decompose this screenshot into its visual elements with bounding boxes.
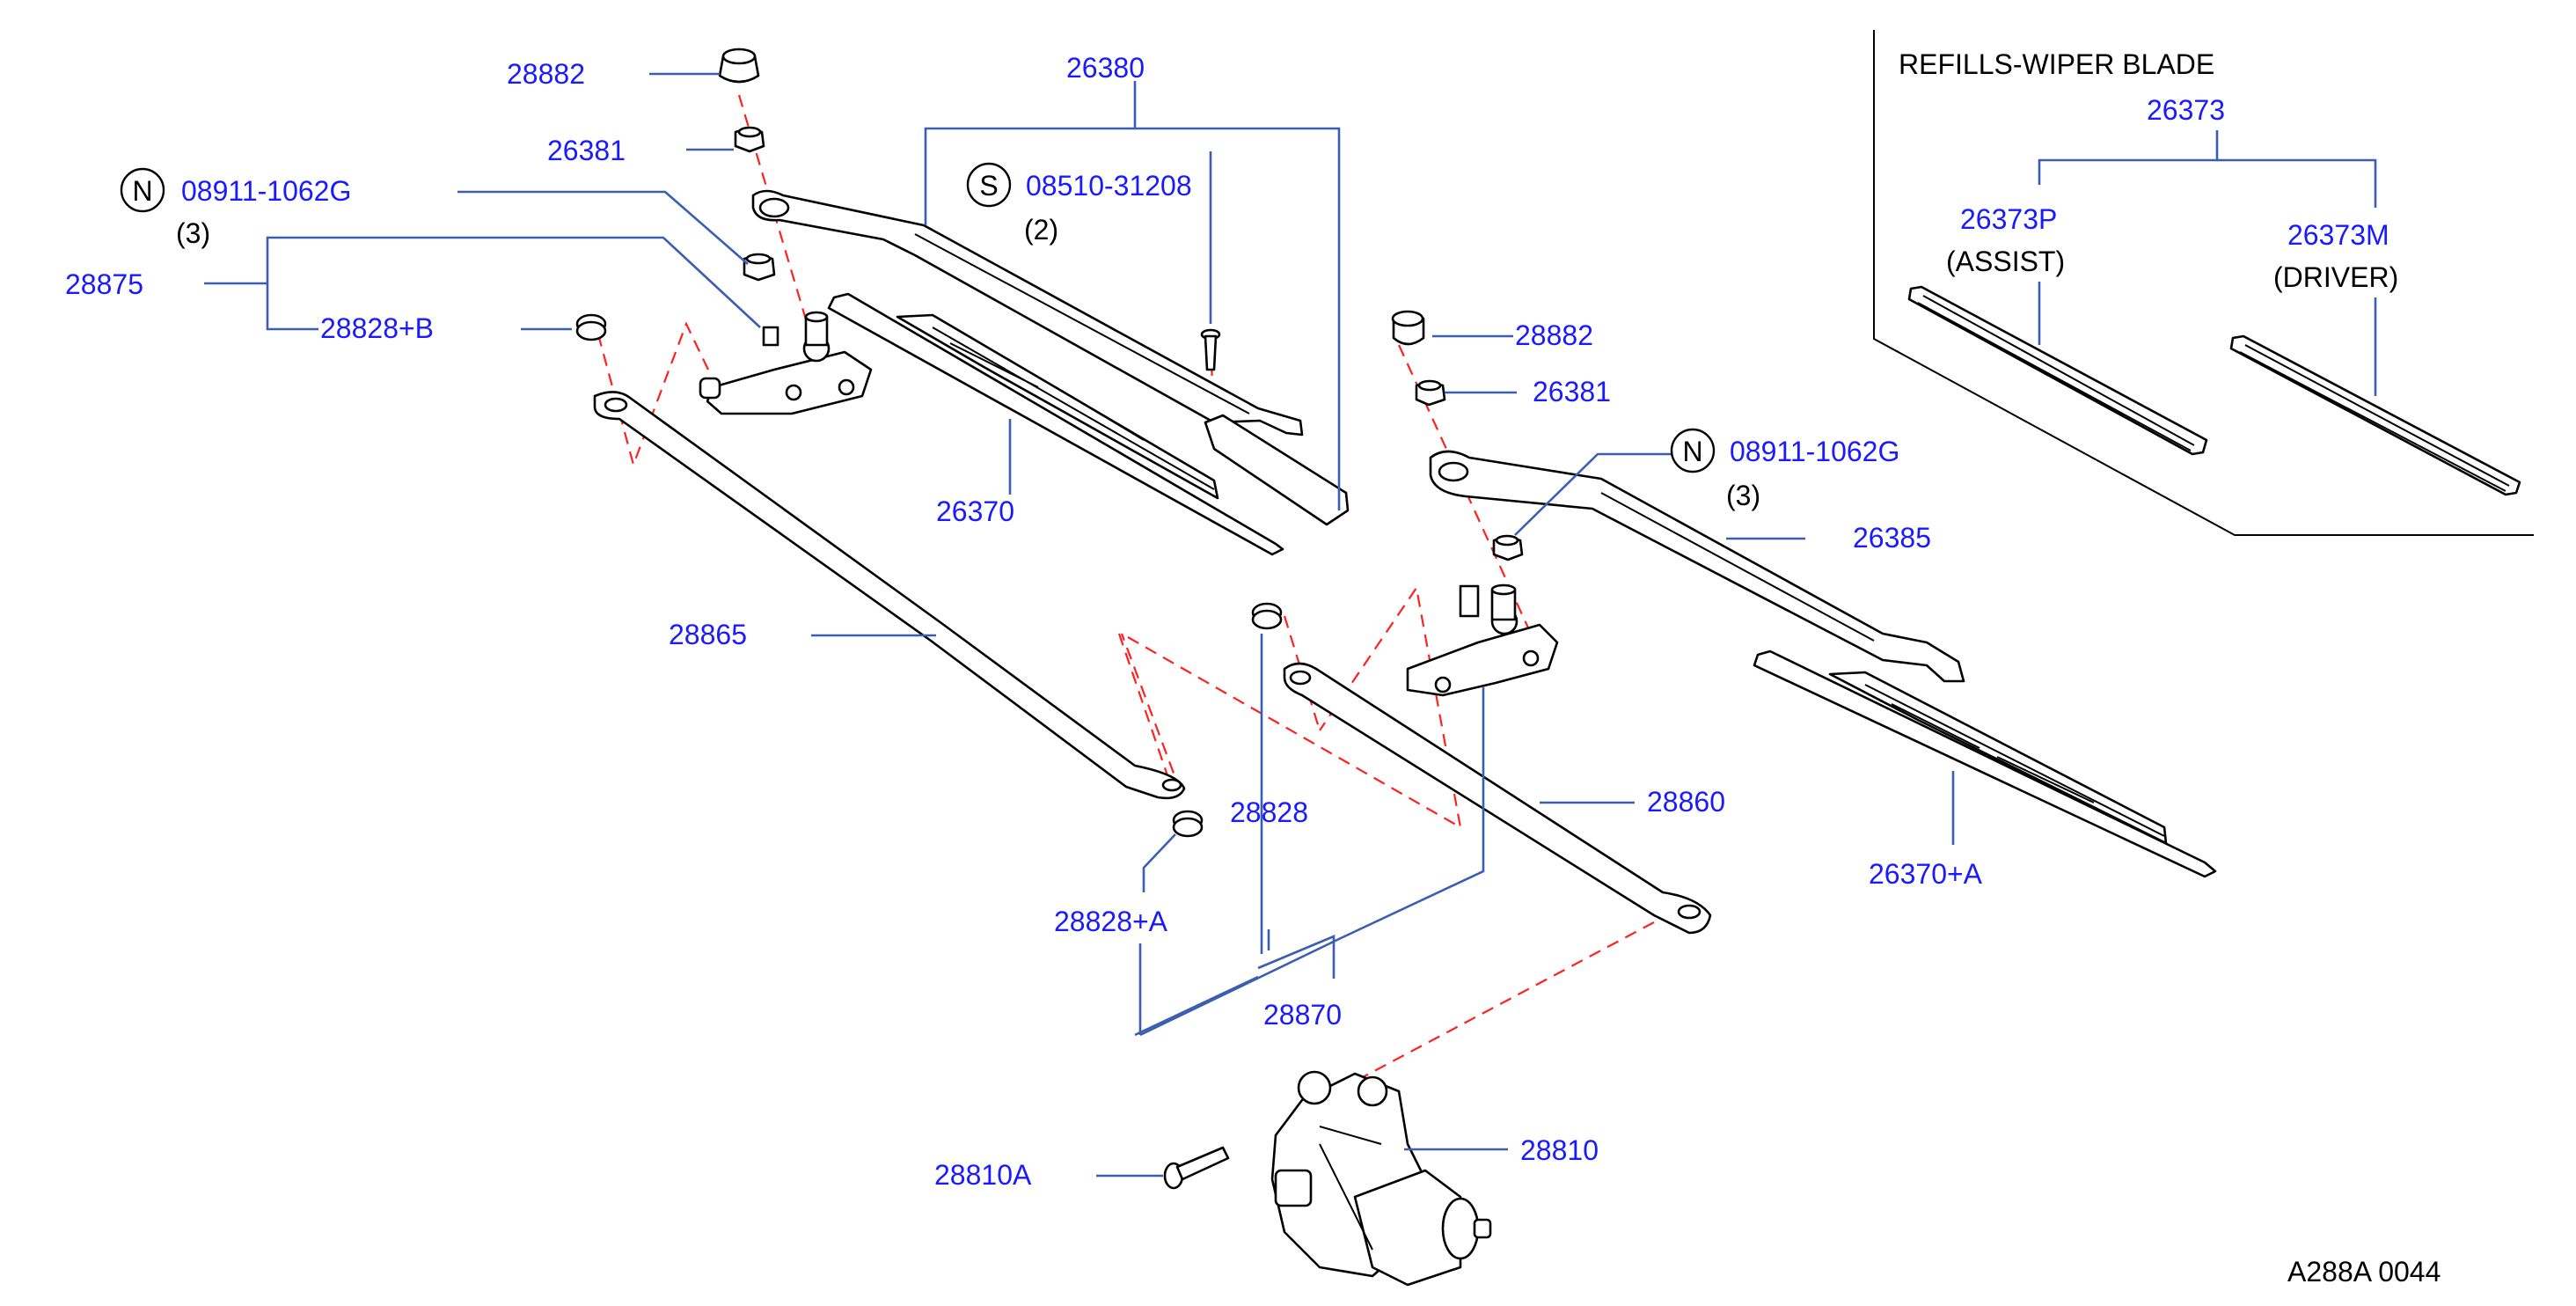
part-28865[interactable]: 28865 [669,619,747,650]
s-symbol: S [966,162,1012,208]
part-28875[interactable]: 28875 [65,268,143,300]
wiper-arm-26385 [1429,450,1965,683]
part-28828b[interactable]: 28828+B [320,312,434,344]
part-28870[interactable]: 28870 [1263,999,1342,1031]
n-symbol-right: N [1670,428,1716,473]
part-28860[interactable]: 28860 [1647,786,1725,818]
nut-26381-left [734,126,765,153]
diagram-code: A288A 0044 [2287,1256,2441,1288]
bolt-28810a [1163,1146,1230,1190]
nut-26381-right [1415,379,1446,407]
grommet-28828 [1251,602,1283,630]
part-08911-right[interactable]: 08911-1062G [1730,436,1899,467]
refills-inset: REFILLS-WIPER BLADE 26373 26373P (ASSIST… [1873,30,2534,536]
part-28882-right[interactable]: 28882 [1515,319,1593,351]
qty-s: (2) [1024,214,1058,246]
driver-label: (DRIVER) [2273,261,2398,293]
grommet-28828b [575,313,607,341]
part-28810a[interactable]: 28810A [934,1159,1032,1191]
part-08510[interactable]: 08510-31208 [1026,170,1192,202]
part-28828[interactable]: 28828 [1230,796,1308,828]
svg-text:S: S [979,170,998,202]
nut-08911-right [1492,534,1524,561]
cap-28882-right [1391,310,1425,346]
part-26381-top[interactable]: 26381 [547,135,626,166]
part-28882-top[interactable]: 28882 [507,58,585,90]
part-labels: 28882 26381 08911-1062G (3) 28875 28828+… [65,52,2441,1288]
assist-refill [1907,285,2208,456]
part-26370a[interactable]: 26370+A [1869,858,1983,890]
leader-26373-p [2038,130,2219,185]
part-26380[interactable]: 26380 [1066,52,1145,84]
n-symbol-left: N [120,167,165,213]
svg-text:N: N [132,175,152,207]
part-28810[interactable]: 28810 [1520,1134,1599,1166]
wiper-blade-26370a [1753,649,2217,878]
cap-28882-left [718,48,760,84]
svg-text:N: N [1682,436,1702,467]
part-08911-left[interactable]: 08911-1062G [181,175,351,207]
grommet-28828a [1172,810,1204,838]
screw-08510 [1200,328,1221,371]
part-26373m[interactable]: 26373M [2287,219,2389,251]
leader-lines [204,72,1955,1178]
pivot-left [699,311,873,415]
qty-left: (3) [176,217,210,249]
leader-26373-m [2217,158,2377,208]
pivot-right [1406,583,1559,697]
part-26373[interactable]: 26373 [2147,94,2225,126]
nut-08911-left [743,253,776,282]
part-26385[interactable]: 26385 [1853,522,1931,554]
part-26370[interactable]: 26370 [936,495,1014,527]
part-26381-right[interactable]: 26381 [1533,376,1611,407]
wiper-motor-28810 [1270,1070,1492,1287]
part-28828a[interactable]: 28828+A [1054,906,1168,937]
wiper-arm-26380 [751,189,1350,526]
wiper-blade-26370 [827,292,1284,556]
qty-right: (3) [1726,480,1760,511]
link-rod-28860 [1283,662,1712,935]
assist-label: (ASSIST) [1946,246,2065,277]
inset-border [1873,30,2534,536]
refills-title: REFILLS-WIPER BLADE [1899,48,2214,80]
leader-28870-bracket [1134,781,1263,1037]
driver-refill [2229,334,2521,496]
link-rod-28865 [593,391,1186,800]
part-26373p[interactable]: 26373P [1960,203,2057,235]
